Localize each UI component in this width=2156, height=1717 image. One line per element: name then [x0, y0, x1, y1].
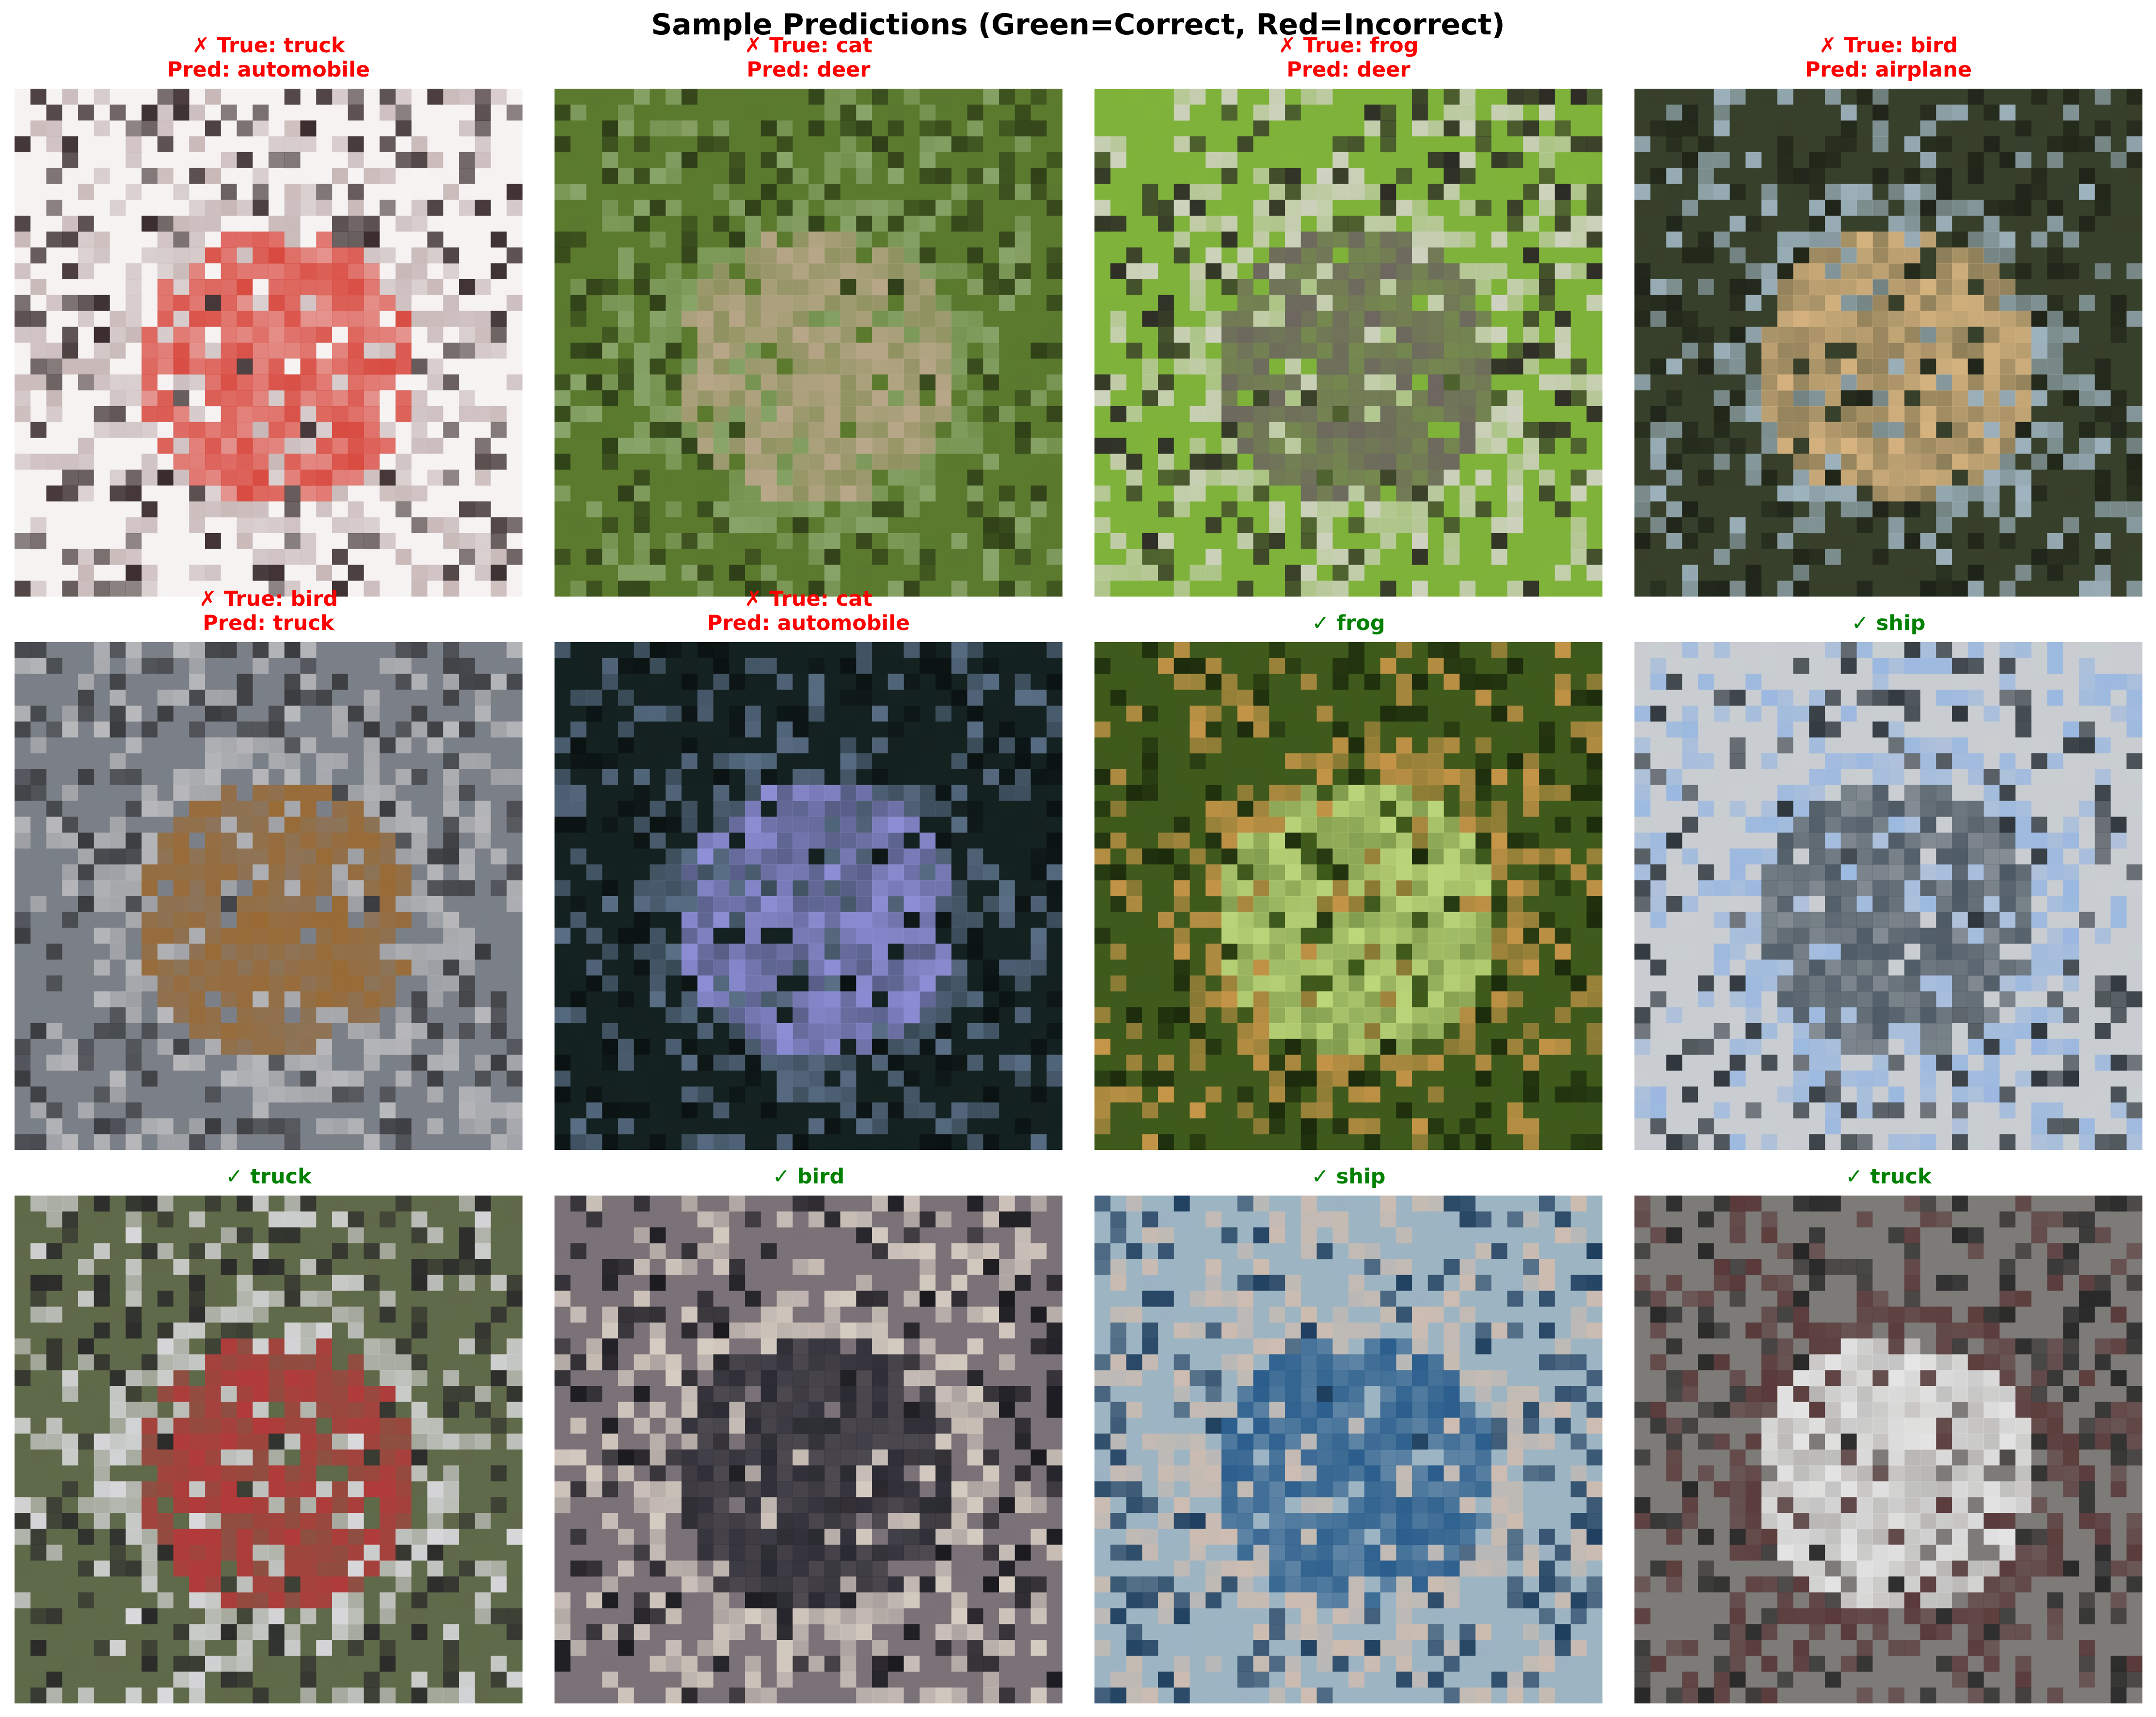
predicted-label: Pred: truck [203, 611, 334, 635]
sample-image [15, 642, 523, 1150]
true-label: ✗ True: cat [745, 33, 872, 58]
predicted-label: ✓ ship [1851, 611, 1926, 635]
prediction-panel: ✓ ship [1094, 1165, 1602, 1703]
panel-title: ✓ bird [555, 1165, 1062, 1189]
panel-title: ✓ frog [1094, 611, 1602, 635]
predicted-label: ✓ ship [1311, 1165, 1386, 1189]
prediction-panel: ✓ bird [555, 1165, 1062, 1703]
sample-image [555, 642, 1062, 1150]
panel-title: ✓ ship [1094, 1165, 1602, 1189]
sample-image [15, 1196, 523, 1703]
predicted-label: ✓ truck [225, 1165, 312, 1189]
predicted-label: Pred: automobile [707, 611, 910, 635]
sample-image [1094, 642, 1602, 1150]
sample-image [1094, 1196, 1602, 1703]
predicted-label: ✓ bird [772, 1165, 845, 1189]
true-label: ✗ True: cat [745, 587, 872, 611]
sample-image [555, 1196, 1062, 1703]
true-label: ✗ True: frog [1278, 33, 1419, 58]
panel-title: ✓ ship [1634, 611, 2142, 635]
predicted-label: Pred: deer [746, 58, 871, 82]
panel-title: ✓ truck [1634, 1165, 2142, 1189]
prediction-panel: ✓ frog [1094, 611, 1602, 1150]
sample-image [1634, 1196, 2142, 1703]
true-label: ✗ True: truck [192, 33, 345, 58]
true-label: ✗ True: bird [1819, 33, 1958, 58]
figure-title: Sample Predictions (Green=Correct, Red=I… [651, 8, 1505, 42]
predicted-label: Pred: deer [1286, 58, 1411, 82]
predicted-label: ✓ truck [1845, 1165, 1932, 1189]
panel-title: ✓ truck [15, 1165, 523, 1189]
prediction-panel: ✓ truck [15, 1165, 523, 1703]
sample-image [1634, 89, 2142, 597]
prediction-panel: ✓ truck [1634, 1165, 2142, 1703]
sample-image [1634, 642, 2142, 1150]
sample-image [1094, 89, 1602, 597]
predicted-label: Pred: automobile [167, 58, 370, 82]
predicted-label: Pred: airplane [1805, 58, 1972, 82]
sample-image [15, 89, 523, 597]
predicted-label: ✓ frog [1312, 611, 1385, 635]
true-label: ✗ True: bird [199, 587, 338, 611]
prediction-panel: ✓ ship [1634, 611, 2142, 1150]
sample-image [555, 89, 1062, 597]
